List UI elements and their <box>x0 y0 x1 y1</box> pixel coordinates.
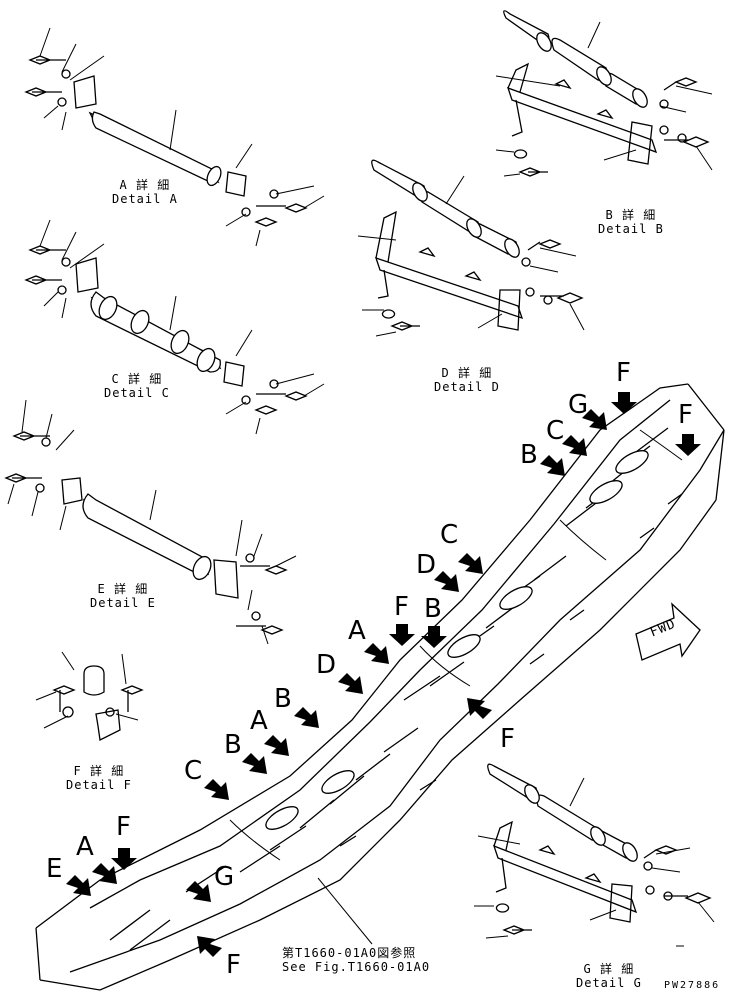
detail-a-drawing <box>24 27 325 247</box>
arrow-b-lower <box>294 707 319 728</box>
callout-label: D <box>316 650 337 680</box>
arrow-a-lower <box>264 735 289 756</box>
detail-f-jp: F 詳 細 <box>73 764 125 778</box>
arrow-f-right <box>675 434 701 456</box>
arrow-b-upper <box>540 455 565 476</box>
callout-label: F <box>394 592 409 622</box>
detail-g-en: Detail G <box>576 976 642 990</box>
main-frame-drawing <box>35 383 725 991</box>
detail-e-drawing <box>4 399 297 645</box>
detail-c-caption: C 詳 細 Detail C <box>104 372 170 400</box>
callout-label: C <box>184 756 203 786</box>
reference-jp: 第T1660-01A0図参照 <box>282 946 417 960</box>
arrow-g-bottom <box>186 881 211 902</box>
arrow-f-mid <box>389 624 415 646</box>
arrow-a-mid <box>364 643 389 664</box>
callout-label: E <box>46 854 63 884</box>
callout-label: F <box>226 950 241 980</box>
arrow-f-low-side <box>197 936 222 957</box>
detail-e-en: Detail E <box>90 596 156 610</box>
detail-d-caption: D 詳 細 Detail D <box>434 366 500 394</box>
detail-d-drawing <box>357 159 585 337</box>
callout-label: A <box>348 616 366 646</box>
callout-label: G <box>214 862 235 892</box>
detail-b-jp: B 詳 細 <box>605 208 657 222</box>
callout-label: C <box>440 520 459 550</box>
detail-b-drawing <box>495 10 713 177</box>
detail-b-caption: B 詳 細 Detail B <box>598 208 664 236</box>
detail-f-en: Detail F <box>66 778 132 792</box>
arrow-c-lower <box>204 779 229 800</box>
detail-a-jp: A 詳 細 <box>119 178 171 192</box>
detail-f-caption: F 詳 細 Detail F <box>66 764 132 792</box>
arrow-f-bottom <box>111 848 137 870</box>
detail-c-drawing <box>24 219 325 435</box>
arrow-c-upper <box>562 435 587 456</box>
arrow-d-lower <box>338 673 363 694</box>
callout-label: A <box>76 832 94 862</box>
callout-label: B <box>224 730 242 760</box>
arrow-b-low2 <box>242 753 267 774</box>
detail-d-en: Detail D <box>434 380 500 394</box>
detail-g-drawing <box>474 763 715 947</box>
detail-a-en: Detail A <box>112 192 178 206</box>
callout-label: F <box>678 400 693 430</box>
callout-label: B <box>274 684 292 714</box>
callout-label: G <box>568 390 589 420</box>
callout-label: F <box>616 358 631 388</box>
detail-e-jp: E 詳 細 <box>97 582 149 596</box>
callout-label: B <box>520 440 538 470</box>
arrow-e-bottom <box>66 875 91 896</box>
callout-label: C <box>546 416 565 446</box>
callout-label: D <box>416 550 437 580</box>
arrow-c-mid <box>458 553 483 574</box>
detail-g-caption: G 詳 細 Detail G <box>576 962 642 990</box>
detail-d-jp: D 詳 細 <box>441 366 493 380</box>
detail-c-en: Detail C <box>104 386 170 400</box>
arrow-f-side <box>467 698 492 719</box>
arrow-g-top <box>582 409 607 430</box>
detail-a-caption: A 詳 細 Detail A <box>112 178 178 206</box>
detail-f-drawing <box>35 651 144 741</box>
part-number: PW27886 <box>664 980 721 991</box>
arrow-a-bottom <box>92 863 117 884</box>
arrow-f-top <box>611 392 637 414</box>
callout-label: B <box>424 594 442 624</box>
detail-g-jp: G 詳 細 <box>583 962 635 976</box>
reference-note: 第T1660-01A0図参照 See Fig.T1660-01A0 <box>282 946 430 974</box>
callout-label: F <box>500 724 515 754</box>
detail-b-en: Detail B <box>598 222 664 236</box>
detail-e-caption: E 詳 細 Detail E <box>90 582 156 610</box>
detail-c-jp: C 詳 細 <box>111 372 163 386</box>
callout-arrows <box>66 392 701 957</box>
arrow-b-mid <box>421 626 447 648</box>
callout-label: A <box>250 706 268 736</box>
arrow-d-mid <box>434 571 459 592</box>
callout-label: F <box>116 812 131 842</box>
reference-en: See Fig.T1660-01A0 <box>282 960 431 974</box>
